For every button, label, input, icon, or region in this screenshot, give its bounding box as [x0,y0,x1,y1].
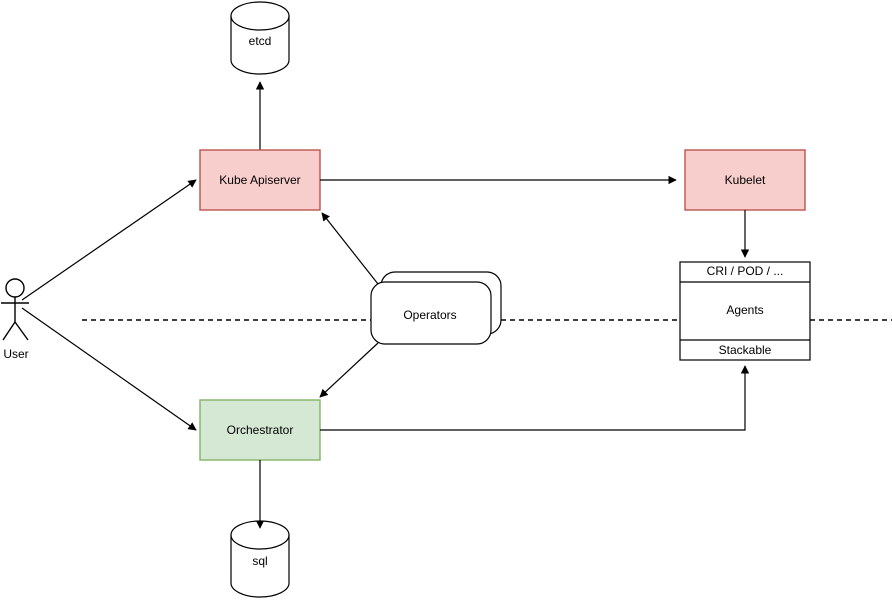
agents-label: Agents [726,303,763,317]
sql-cylinder-top [230,534,290,550]
node-kubelet: Kubelet [684,149,806,211]
node-sql: sql [230,520,290,598]
user-leg-left-icon [2,321,16,341]
etcd-cylinder-top [230,15,290,31]
actor-user: User [1,278,29,361]
operators-front-card [370,281,492,345]
kube-apiserver-label: Kube Apiserver [219,173,300,187]
user-label: User [3,347,28,361]
agents-stack-outer-box [679,261,811,361]
edge-user-to-kube-apiserver [21,179,197,301]
operators-label: Operators [403,308,456,322]
edge-operators-to-kube-apiserver [321,212,379,285]
edge-orchestrator-to-stackable [320,365,750,431]
sql-label: sql [252,554,267,568]
edge-user-to-orchestrator [21,307,197,431]
user-leg-right-icon [14,321,29,341]
etcd-cylinder-body [230,1,290,75]
etcd-label: etcd [249,34,272,48]
kubelet-label: Kubelet [725,173,766,187]
node-kube-apiserver: Kube Apiserver [199,149,321,211]
node-orchestrator: Orchestrator [199,399,321,461]
node-operators: Operators [370,271,502,345]
edge-operators-to-orchestrator [319,342,379,398]
agents-stackable-label: Stackable [719,343,772,357]
orchestrator-label: Orchestrator [227,423,294,437]
agents-cri-pod-label: CRI / POD / ... [707,264,784,278]
node-agents-stack: CRI / POD / ... Agents Stackable [679,261,811,361]
sql-cylinder-body [230,520,290,598]
node-etcd: etcd [230,1,290,75]
kubelet-box [684,149,806,211]
